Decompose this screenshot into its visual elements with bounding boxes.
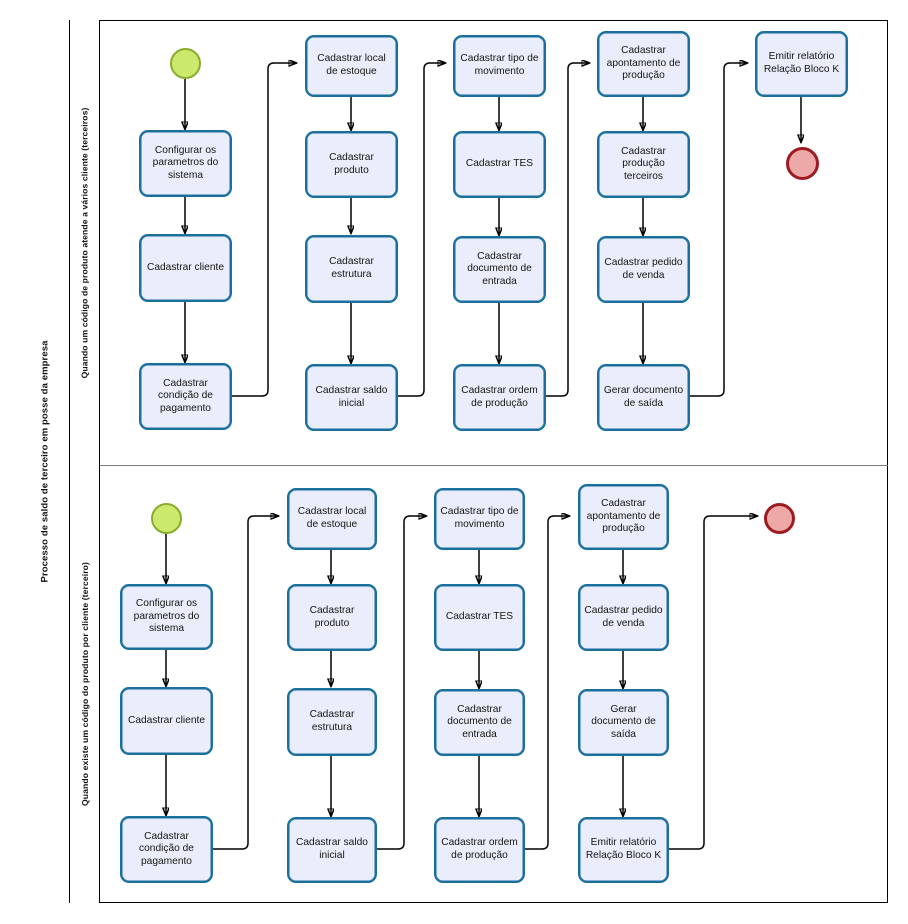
task-l1-c5-1[interactable]: Emitir relatório Relação Bloco K [755, 31, 848, 97]
task-l2-c4-2[interactable]: Cadastrar pedido de venda [578, 584, 669, 651]
task-l2-c2-4[interactable]: Cadastrar saldo inicial [287, 817, 377, 883]
task-l1-c2-4[interactable]: Cadastrar saldo inicial [305, 364, 398, 431]
task-label: Cadastrar saldo inicial [315, 384, 388, 409]
task-l1-c4-3[interactable]: Cadastrar pedido de venda [597, 236, 690, 303]
task-label: Cadastrar apontamento de produção [606, 45, 681, 82]
task-l1-c2-2[interactable]: Cadastrar produto [305, 131, 398, 198]
lane-title-1-label: Quando um código de produto atende a vár… [79, 107, 90, 378]
task-l2-c2-1[interactable]: Cadastrar local de estoque [287, 488, 377, 550]
pool-title-label: Processo de saldo de terceiro em posse d… [39, 340, 51, 583]
task-label: Cadastrar local de estoque [297, 506, 367, 530]
lane-title-2: Quando existe um código do produto por c… [70, 465, 100, 903]
task-label: Cadastrar tipo de movimento [440, 506, 519, 530]
task-l2-c1-1[interactable]: Configurar os parametros do sistema [120, 584, 213, 650]
lane-title-1: Quando um código de produto atende a vár… [70, 20, 100, 465]
end-event[interactable] [786, 147, 819, 180]
task-label: Cadastrar ordem de produção [441, 837, 518, 861]
task-l1-c4-2[interactable]: Cadastrar produção terceiros [597, 131, 690, 198]
task-label: Cadastrar TES [465, 158, 534, 170]
task-label: Cadastrar pedido de venda [584, 604, 663, 629]
lane-title-2-label: Quando existe um código do produto por c… [79, 562, 90, 806]
task-label: Cadastrar saldo inicial [296, 837, 368, 861]
task-l1-c3-4[interactable]: Cadastrar ordem de produção [453, 364, 546, 431]
start-event[interactable] [170, 48, 201, 79]
task-label: Configurar os parametros do sistema [152, 144, 219, 181]
task-l2-c2-3[interactable]: Cadastrar estrutura [287, 688, 377, 756]
task-label: Emitir relatório Relação Bloco K [585, 837, 662, 861]
task-label: Emitir relatório Relação Bloco K [763, 51, 840, 75]
task-l1-c3-2[interactable]: Cadastrar TES [453, 131, 546, 198]
task-label: Cadastrar cliente [146, 261, 224, 273]
task-l2-c4-4[interactable]: Emitir relatório Relação Bloco K [578, 817, 669, 883]
task-l2-c1-3[interactable]: Cadastrar condição de pagamento [120, 816, 213, 883]
pool-title: Processo de saldo de terceiro em posse d… [20, 20, 70, 903]
task-label: Cadastrar ordem de produção [461, 384, 538, 409]
task-l2-c4-3[interactable]: Gerar documento de saída [578, 689, 669, 756]
task-l2-c3-1[interactable]: Cadastrar tipo de movimento [434, 488, 525, 550]
end-event[interactable] [764, 503, 795, 534]
task-l1-c4-1[interactable]: Cadastrar apontamento de produção [597, 31, 690, 97]
task-l1-c1-3[interactable]: Cadastrar condição de pagamento [139, 363, 232, 430]
task-l2-c3-4[interactable]: Cadastrar ordem de produção [434, 817, 525, 883]
task-label: Cadastrar documento de entrada [447, 703, 512, 740]
task-l2-c4-1[interactable]: Cadastrar apontamento de produção [578, 484, 669, 550]
task-l1-c1-2[interactable]: Cadastrar cliente [139, 234, 232, 302]
task-label: Cadastrar condição de pagamento [139, 830, 194, 867]
task-l1-c3-1[interactable]: Cadastrar tipo de movimento [453, 35, 546, 97]
task-l2-c1-2[interactable]: Cadastrar cliente [120, 687, 213, 755]
task-label: Cadastrar estrutura [309, 709, 355, 733]
task-label: Cadastrar TES [445, 611, 514, 623]
task-label: Cadastrar produção terceiros [621, 145, 666, 182]
task-label: Cadastrar produto [329, 151, 374, 176]
task-label: Cadastrar pedido de venda [604, 256, 683, 281]
task-label: Cadastrar cliente [127, 714, 205, 726]
task-l1-c2-3[interactable]: Cadastrar estrutura [305, 235, 398, 303]
task-l1-c2-1[interactable]: Cadastrar local de estoque [305, 35, 398, 97]
task-l2-c3-2[interactable]: Cadastrar TES [434, 584, 525, 651]
task-l1-c3-3[interactable]: Cadastrar documento de entrada [453, 236, 546, 303]
lane-divider [70, 465, 888, 466]
task-label: Cadastrar tipo de movimento [460, 53, 539, 77]
task-label: Configurar os parametros do sistema [133, 598, 200, 635]
start-event[interactable] [151, 503, 182, 534]
task-label: Cadastrar documento de entrada [467, 250, 532, 287]
task-label: Gerar documento de saída [591, 703, 656, 740]
task-label: Cadastrar apontamento de produção [586, 498, 661, 535]
task-label: Gerar documento de saída [603, 384, 684, 409]
task-label: Cadastrar produto [309, 604, 355, 629]
task-l1-c4-4[interactable]: Gerar documento de saída [597, 364, 690, 431]
task-l2-c2-2[interactable]: Cadastrar produto [287, 584, 377, 651]
task-label: Cadastrar condição de pagamento [158, 377, 213, 414]
task-l1-c1-1[interactable]: Configurar os parametros do sistema [139, 130, 232, 197]
task-label: Cadastrar local de estoque [317, 53, 386, 77]
task-l2-c3-3[interactable]: Cadastrar documento de entrada [434, 689, 525, 756]
task-label: Cadastrar estrutura [329, 256, 374, 280]
